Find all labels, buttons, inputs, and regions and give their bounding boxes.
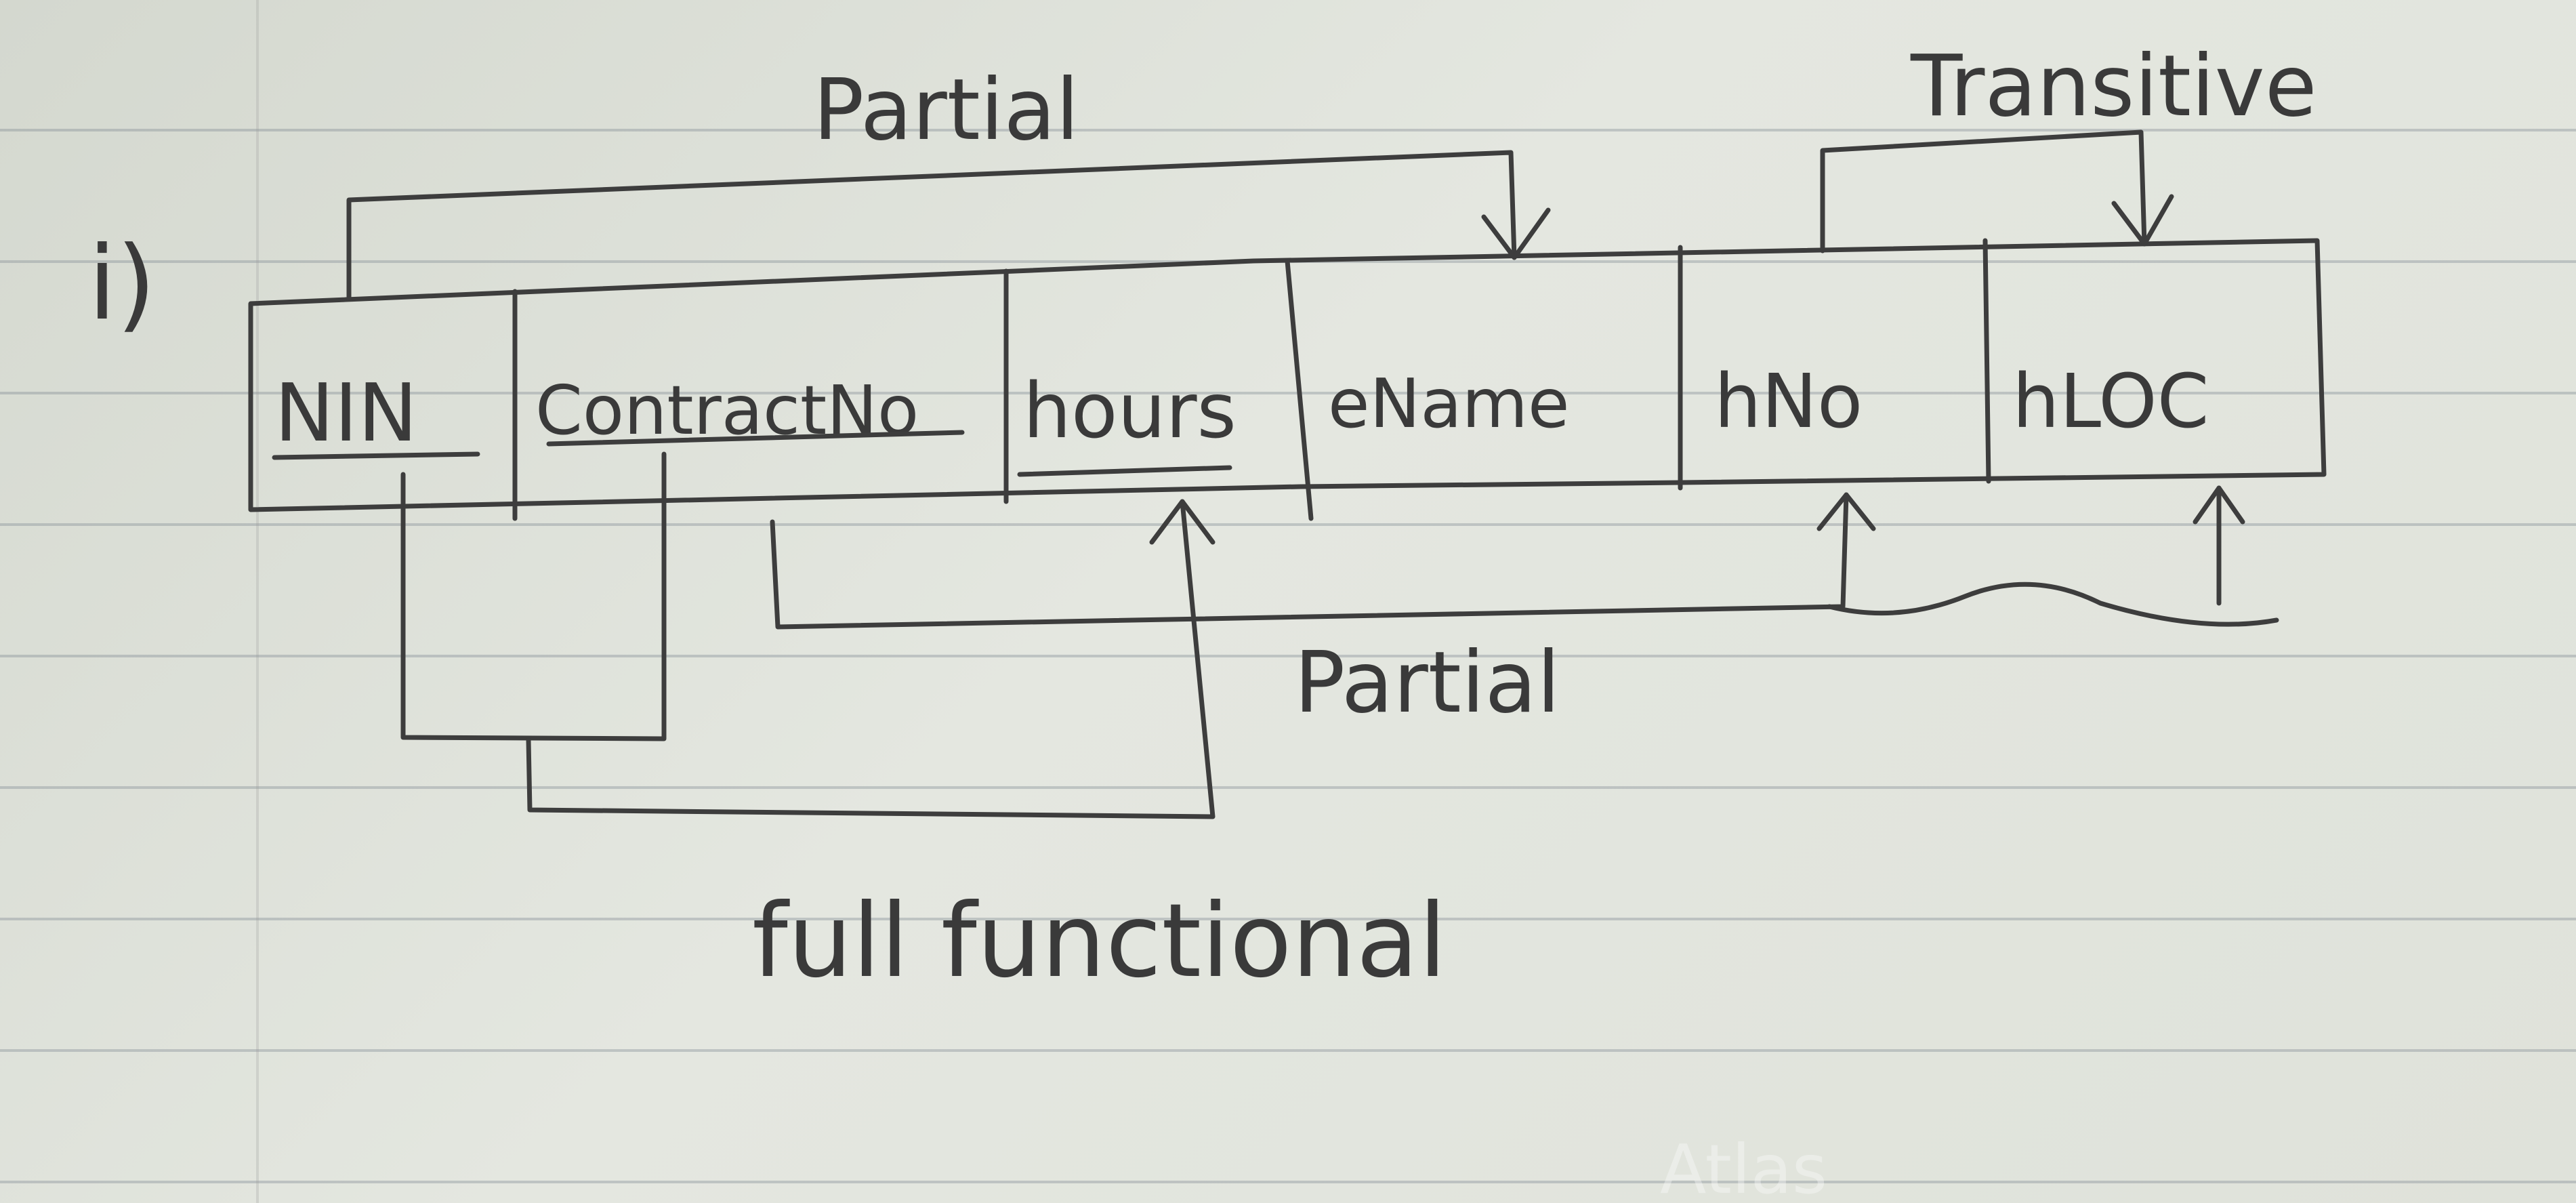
dependency-label: Partial (813, 61, 1079, 159)
primary-key-underline (272, 451, 480, 460)
partial-dependency-bottom: Partial (770, 485, 2279, 732)
attribute-cell: NIN (272, 366, 480, 460)
arrowhead (1481, 207, 1551, 260)
attribute-label: hLOC (2012, 358, 2209, 445)
arrowhead (2111, 194, 2174, 247)
partial-dependency-top: Partial (346, 61, 1551, 301)
dependency-line (1827, 582, 2279, 627)
dependency-line (346, 150, 1517, 301)
relation-table (248, 238, 2327, 521)
attribute-label: eName (1328, 364, 1570, 443)
attribute-label: NIN (274, 366, 417, 460)
transitive-dependency: Transitive (1820, 37, 2317, 253)
attribute-cell: ContractNo (535, 371, 965, 450)
dependency-label: Partial (1294, 634, 1560, 732)
cell-divider (1982, 238, 1991, 484)
attribute-cell: hNo (1714, 358, 1863, 445)
attribute-label: hours (1023, 367, 1237, 455)
full-functional-dependency: full functional (400, 451, 1447, 1000)
dependency-line (1820, 129, 2147, 253)
arrowhead (2193, 485, 2245, 525)
primary-key-underline (546, 430, 965, 447)
attribute-cell: eName (1328, 364, 1570, 443)
question-number: i) (88, 225, 156, 343)
dependency-label: Transitive (1910, 37, 2317, 136)
dependency-label: full functional (752, 882, 1447, 1000)
arrowhead (1816, 492, 1876, 531)
dependency-line (400, 451, 667, 741)
attribute-cell: hLOC (2012, 358, 2209, 445)
watermark: Atlas (1660, 1130, 1827, 1203)
arrowhead (1149, 499, 1216, 545)
attribute-cell: hours (1017, 367, 1237, 477)
table-border (248, 238, 2327, 512)
dependency-line (770, 492, 1849, 630)
primary-key-underline (1017, 465, 1232, 477)
cell-divider (1285, 258, 1314, 521)
margin-line (256, 0, 259, 1203)
attribute-label: hNo (1714, 358, 1863, 445)
dependency-line (526, 499, 1216, 819)
